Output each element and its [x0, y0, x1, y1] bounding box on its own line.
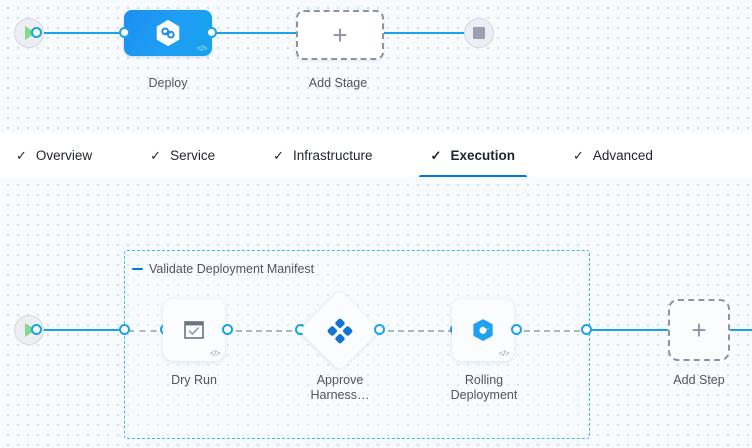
plus-icon: + [691, 315, 707, 345]
code-badge-icon[interactable]: </> [196, 44, 208, 53]
harness-hexagon-icon [156, 19, 180, 47]
checkbox-window-icon [184, 321, 204, 339]
tab-overview[interactable]: ✓ Overview [16, 133, 92, 177]
port-exec-start-out[interactable] [31, 324, 42, 335]
connector-group-to-dry-run [128, 330, 168, 332]
port-approve-out[interactable] [374, 324, 385, 335]
add-stage-button[interactable]: + [296, 10, 384, 60]
port-deploy-in[interactable] [119, 27, 130, 38]
tab-service[interactable]: ✓ Service [150, 133, 215, 177]
step-node-rolling-deployment[interactable]: </> [452, 299, 514, 361]
step-group-title: Validate Deployment Manifest [149, 262, 315, 276]
check-icon: ✓ [273, 147, 284, 163]
add-step-label: Add Step [673, 373, 725, 387]
play-icon [25, 26, 36, 40]
execution-graph-canvas[interactable]: Validate Deployment Manifest </> [0, 177, 752, 448]
tab-label-advanced: Advanced [592, 147, 653, 163]
tab-execution[interactable]: ✓ Execution [418, 133, 527, 178]
tab-label-overview: Overview [35, 147, 93, 163]
check-icon: ✓ [150, 147, 162, 163]
port-dry-run-out[interactable] [222, 324, 233, 335]
stage-node-deploy[interactable]: </> [124, 10, 212, 56]
tab-advanced[interactable]: ✓ Advanced [573, 133, 653, 177]
connector-add-stage-to-end [375, 32, 472, 34]
active-tab-underline [418, 175, 527, 178]
plus-icon: + [332, 20, 348, 50]
approve-icon-wrap [311, 302, 368, 359]
connector-approve-to-rolling [378, 330, 454, 332]
check-icon: ✓ [430, 147, 442, 163]
tab-label-execution: Execution [450, 147, 515, 163]
play-icon [25, 323, 36, 337]
tab-infrastructure[interactable]: ✓ Infrastructure [273, 133, 372, 177]
check-icon: ✓ [572, 147, 584, 163]
stage-tabs: ✓ Overview ✓ Service ✓ Infrastructure ✓ … [0, 133, 752, 178]
approval-diamond-icon [327, 318, 352, 343]
code-badge-icon[interactable]: </> [209, 349, 221, 358]
stage-graph-canvas[interactable]: </> Deploy + Add Stage [0, 0, 752, 133]
connector-add-step-to-right [730, 329, 752, 331]
tab-label-service: Service [170, 147, 216, 163]
stage-label-deploy: Deploy [148, 76, 188, 90]
connector-exec-start-to-group [36, 329, 128, 331]
port-group-out[interactable] [581, 324, 592, 335]
pipeline-end-node[interactable] [464, 18, 494, 48]
port-deploy-out[interactable] [206, 27, 217, 38]
step-group-header[interactable]: Validate Deployment Manifest [132, 262, 314, 276]
stop-icon [473, 27, 485, 39]
tab-label-infrastructure: Infrastructure [293, 147, 373, 163]
port-start-out[interactable] [31, 27, 42, 38]
port-group-in[interactable] [119, 324, 130, 335]
add-step-button[interactable]: + [668, 299, 730, 361]
step-label-approve-harness: Approve Harness… [310, 373, 370, 402]
connector-dry-run-to-approve [226, 330, 302, 332]
connector-deploy-to-add-stage [210, 32, 302, 34]
step-label-dry-run: Dry Run [171, 373, 217, 387]
step-label-rolling-deployment: Rolling Deployment [450, 373, 518, 402]
step-node-dry-run[interactable]: </> [163, 299, 225, 361]
rolling-update-icon [473, 319, 493, 341]
port-rolling-out[interactable] [511, 324, 522, 335]
connector-start-to-deploy [36, 32, 128, 34]
add-stage-label: Add Stage [308, 76, 368, 90]
connector-group-to-add-step [586, 329, 670, 331]
code-badge-icon[interactable]: </> [498, 349, 510, 358]
connector-rolling-to-group-end [514, 330, 590, 332]
minus-icon[interactable] [132, 268, 143, 270]
check-icon: ✓ [16, 147, 27, 163]
